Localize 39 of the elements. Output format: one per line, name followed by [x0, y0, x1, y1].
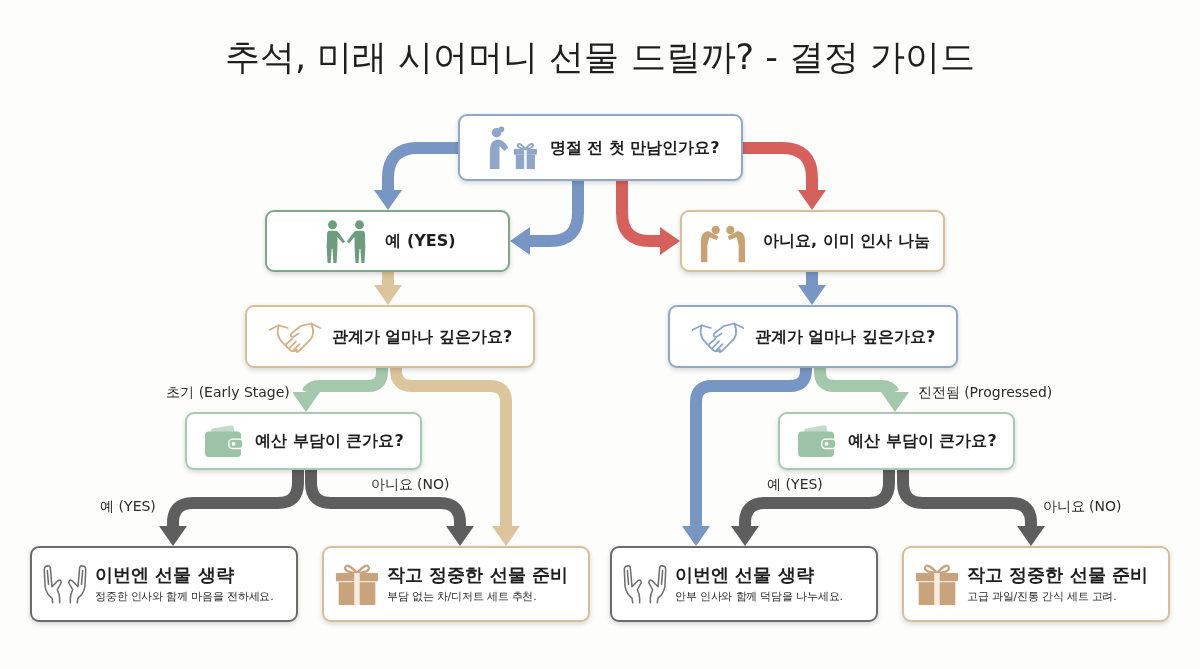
arrow	[374, 272, 402, 305]
branch-text: 아니요, 이미 인사 나눔	[763, 231, 930, 251]
arrow	[305, 470, 474, 546]
branch-text: 예 (YES)	[385, 231, 456, 251]
question-text: 관계가 얼마나 깊은가요?	[754, 326, 936, 347]
outcome-title: 이번엔 선물 생략	[675, 564, 814, 587]
arrow	[292, 366, 388, 412]
arrow	[616, 181, 680, 255]
branch-box	[680, 210, 945, 272]
arrow	[731, 470, 895, 546]
outcome-box	[322, 546, 590, 622]
arrow	[743, 142, 826, 210]
question-text: 명절 전 첫 만남인가요?	[549, 137, 720, 158]
outcome-box	[30, 546, 298, 622]
outcome-box	[902, 546, 1170, 622]
question-text: 관계가 얼마나 깊은가요?	[331, 326, 513, 347]
outcome-note: 정중한 인사와 함께 마음을 전하세요.	[95, 589, 274, 604]
decision-box	[778, 412, 1015, 470]
arrow	[510, 181, 584, 255]
question-text: 예산 부담이 큰가요?	[255, 431, 404, 451]
decision-box	[245, 305, 535, 368]
outcome-note: 안부 인사와 함께 덕담을 나누세요.	[675, 589, 843, 604]
arrow	[798, 272, 826, 305]
question-text: 예산 부담이 큰가요?	[848, 431, 997, 451]
outcome-title: 작고 정중한 선물 준비	[967, 564, 1148, 587]
decision-box	[185, 412, 422, 470]
outcome-title: 작고 정중한 선물 준비	[387, 564, 568, 587]
arrow	[159, 470, 304, 546]
outcome-note: 부담 없는 차/디저트 세트 추천.	[387, 589, 537, 604]
arrow	[814, 366, 909, 412]
outcome-box	[610, 546, 878, 622]
diagram-title: 추석, 미래 시어머니 선물 드릴까? - 결정 가이드	[224, 36, 976, 78]
outcome-note: 고급 과일/진통 간식 세트 고려.	[967, 589, 1117, 604]
outcome-title: 이번엔 선물 생략	[95, 564, 234, 587]
branch-box	[265, 210, 510, 272]
arrow	[374, 142, 458, 210]
decision-box	[458, 114, 743, 181]
arrow	[897, 470, 1045, 546]
decision-box	[668, 305, 958, 368]
